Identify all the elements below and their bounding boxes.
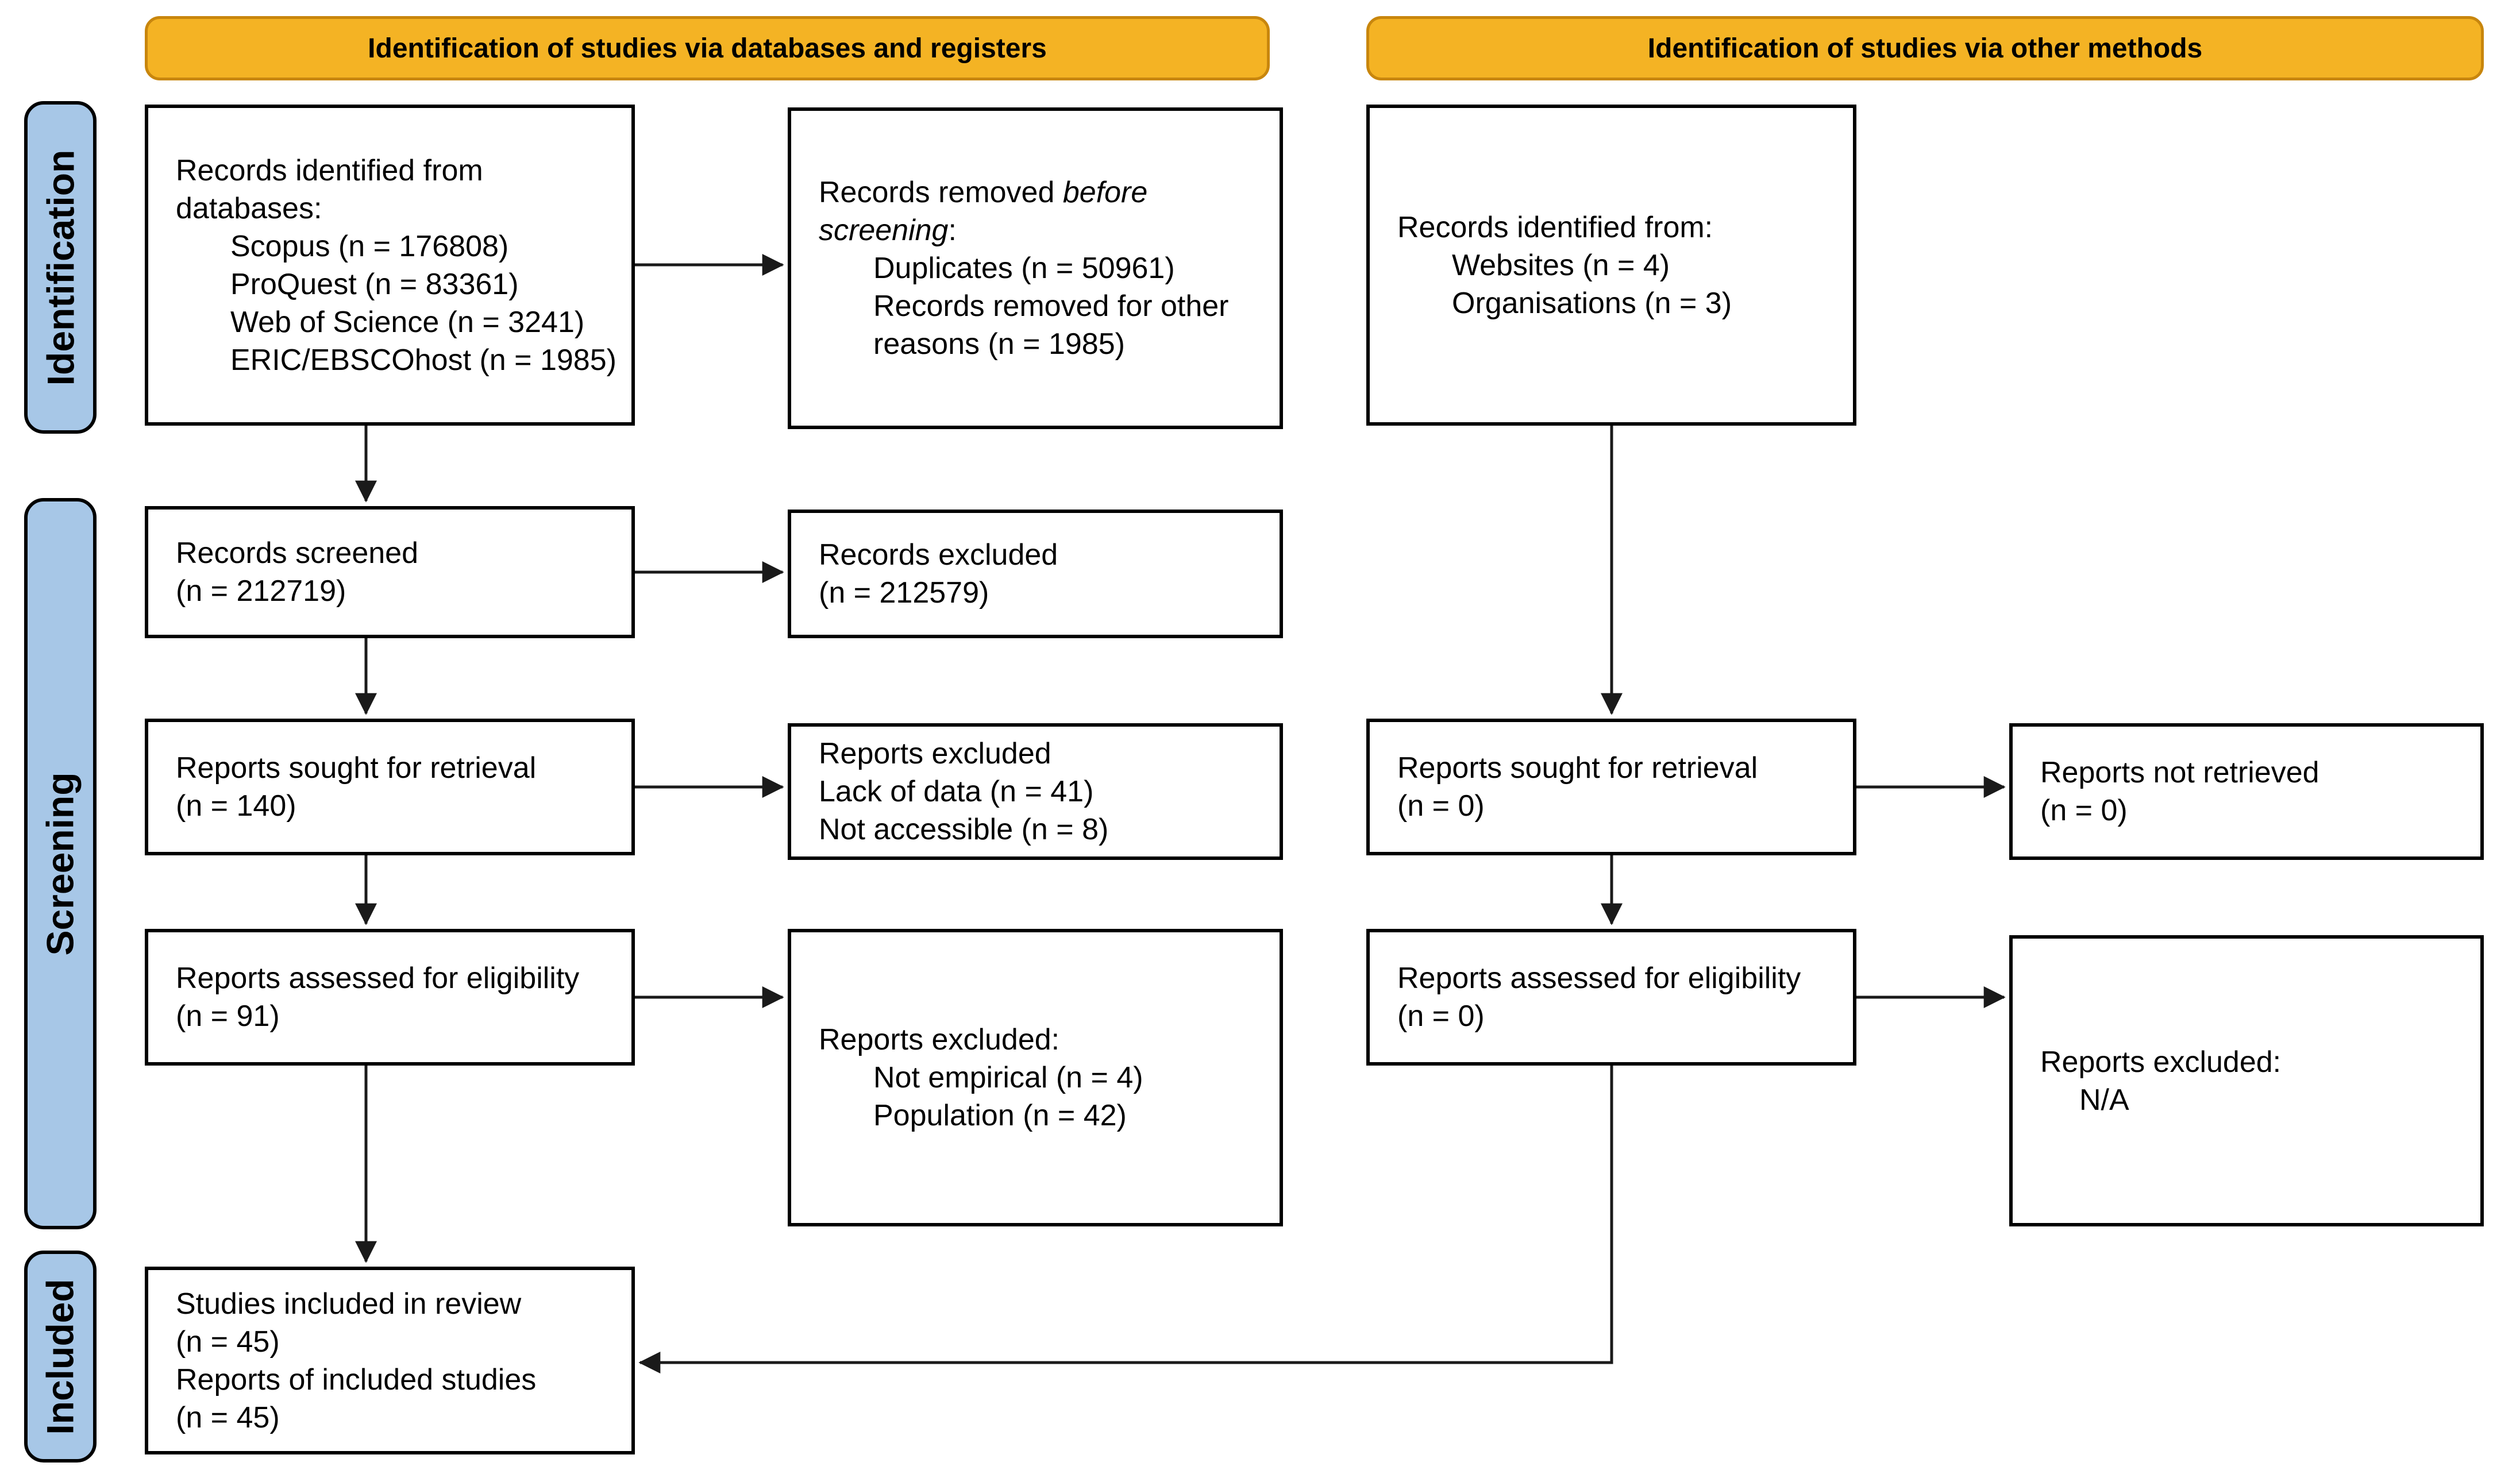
box-text-line: (n = 45) bbox=[176, 1325, 280, 1359]
stage-bar-screening: Screening bbox=[24, 498, 97, 1229]
box-text-line: Reports assessed for eligibility bbox=[1397, 962, 1801, 995]
box-reports-excluded-eligibility: Reports excluded: Not empirical (n = 4) … bbox=[788, 929, 1283, 1226]
box-records-identified-other: Records identified from: Websites (n = 4… bbox=[1366, 105, 1856, 426]
box-reports-sought-databases: Reports sought for retrieval (n = 140) bbox=[145, 719, 635, 855]
stage-label: Screening bbox=[39, 771, 82, 956]
box-text-line: Scopus (n = 176808) bbox=[230, 229, 509, 263]
stage-bar-identification: Identification bbox=[24, 101, 97, 434]
box-text-line: databases: bbox=[176, 191, 322, 225]
box-text-line: (n = 91) bbox=[176, 1000, 280, 1033]
text-segment: : bbox=[948, 214, 957, 247]
box-text-line: (n = 212719) bbox=[176, 574, 346, 608]
text-segment: Records removed bbox=[819, 176, 1063, 209]
box-reports-sought-other: Reports sought for retrieval (n = 0) bbox=[1366, 719, 1856, 855]
stage-label: Included bbox=[39, 1278, 82, 1435]
box-text-line: (n = 0) bbox=[1397, 789, 1485, 823]
box-text-line: Records identified from: bbox=[1397, 210, 1713, 244]
box-text-line: Reports excluded: bbox=[819, 1023, 1060, 1056]
box-text-line: Websites (n = 4) bbox=[1452, 248, 1670, 282]
box-records-screened: Records screened (n = 212719) bbox=[145, 506, 635, 638]
box-text-line: Records excluded bbox=[819, 538, 1058, 572]
banner-label: Identification of studies via other meth… bbox=[1647, 33, 2203, 64]
box-reports-not-retrieved: Reports not retrieved (n = 0) bbox=[2009, 723, 2484, 860]
box-reports-assessed-databases: Reports assessed for eligibility (n = 91… bbox=[145, 929, 635, 1066]
box-text-line: Web of Science (n = 3241) bbox=[230, 305, 585, 339]
box-studies-included: Studies included in review (n = 45) Repo… bbox=[145, 1267, 635, 1454]
stage-bar-included: Included bbox=[24, 1251, 97, 1463]
box-reports-excluded-retrieval: Reports excluded Lack of data (n = 41) N… bbox=[788, 723, 1283, 860]
box-text-line: ERIC/EBSCOhost (n = 1985) bbox=[230, 343, 616, 377]
banner-label: Identification of studies via databases … bbox=[368, 33, 1047, 64]
box-text-line: (n = 0) bbox=[1397, 1000, 1485, 1033]
box-text-line: Not accessible (n = 8) bbox=[819, 813, 1109, 846]
stage-label: Identification bbox=[39, 149, 82, 385]
box-text-line: Duplicates (n = 50961) bbox=[873, 252, 1175, 285]
box-text-line: Records removed before screening: bbox=[819, 173, 1267, 249]
box-text-line: ProQuest (n = 83361) bbox=[230, 267, 519, 301]
box-reports-assessed-other: Reports assessed for eligibility (n = 0) bbox=[1366, 929, 1856, 1066]
box-text-line: Records screened bbox=[176, 537, 418, 570]
box-text-line: N/A bbox=[2079, 1083, 2129, 1117]
box-text-line: Population (n = 42) bbox=[873, 1099, 1127, 1132]
box-text-line: Studies included in review bbox=[176, 1287, 522, 1321]
box-reports-excluded-other: Reports excluded: N/A bbox=[2009, 935, 2484, 1226]
box-records-identified-databases: Records identified from databases: Scopu… bbox=[145, 105, 635, 426]
box-text-line: Reports assessed for eligibility bbox=[176, 962, 580, 995]
box-text-line: (n = 140) bbox=[176, 789, 296, 823]
box-text-line: Lack of data (n = 41) bbox=[819, 775, 1094, 808]
box-text-line: Reports not retrieved bbox=[2040, 756, 2319, 789]
box-records-removed: Records removed before screening: Duplic… bbox=[788, 107, 1283, 429]
banner-databases-registers: Identification of studies via databases … bbox=[145, 16, 1270, 80]
box-text-line: (n = 212579) bbox=[819, 576, 989, 609]
box-text-line: Reports sought for retrieval bbox=[176, 751, 537, 785]
box-text-line: Reports of included studies bbox=[176, 1363, 537, 1396]
box-records-excluded: Records excluded (n = 212579) bbox=[788, 510, 1283, 638]
banner-other-methods: Identification of studies via other meth… bbox=[1366, 16, 2484, 80]
box-text-line: (n = 45) bbox=[176, 1400, 280, 1434]
box-text-line: Not empirical (n = 4) bbox=[873, 1061, 1143, 1094]
box-text-line: Reports excluded: bbox=[2040, 1045, 2282, 1079]
box-text-line: (n = 0) bbox=[2040, 794, 2128, 827]
box-text-line: Reports excluded bbox=[819, 737, 1051, 770]
text-segment-italic: before screening bbox=[819, 176, 1148, 247]
box-text-line: Reports sought for retrieval bbox=[1397, 751, 1758, 785]
box-text-line: Records identified from bbox=[176, 153, 483, 187]
box-text-line: Organisations (n = 3) bbox=[1452, 286, 1732, 320]
box-text-line: Records removed for other reasons (n = 1… bbox=[873, 290, 1229, 361]
